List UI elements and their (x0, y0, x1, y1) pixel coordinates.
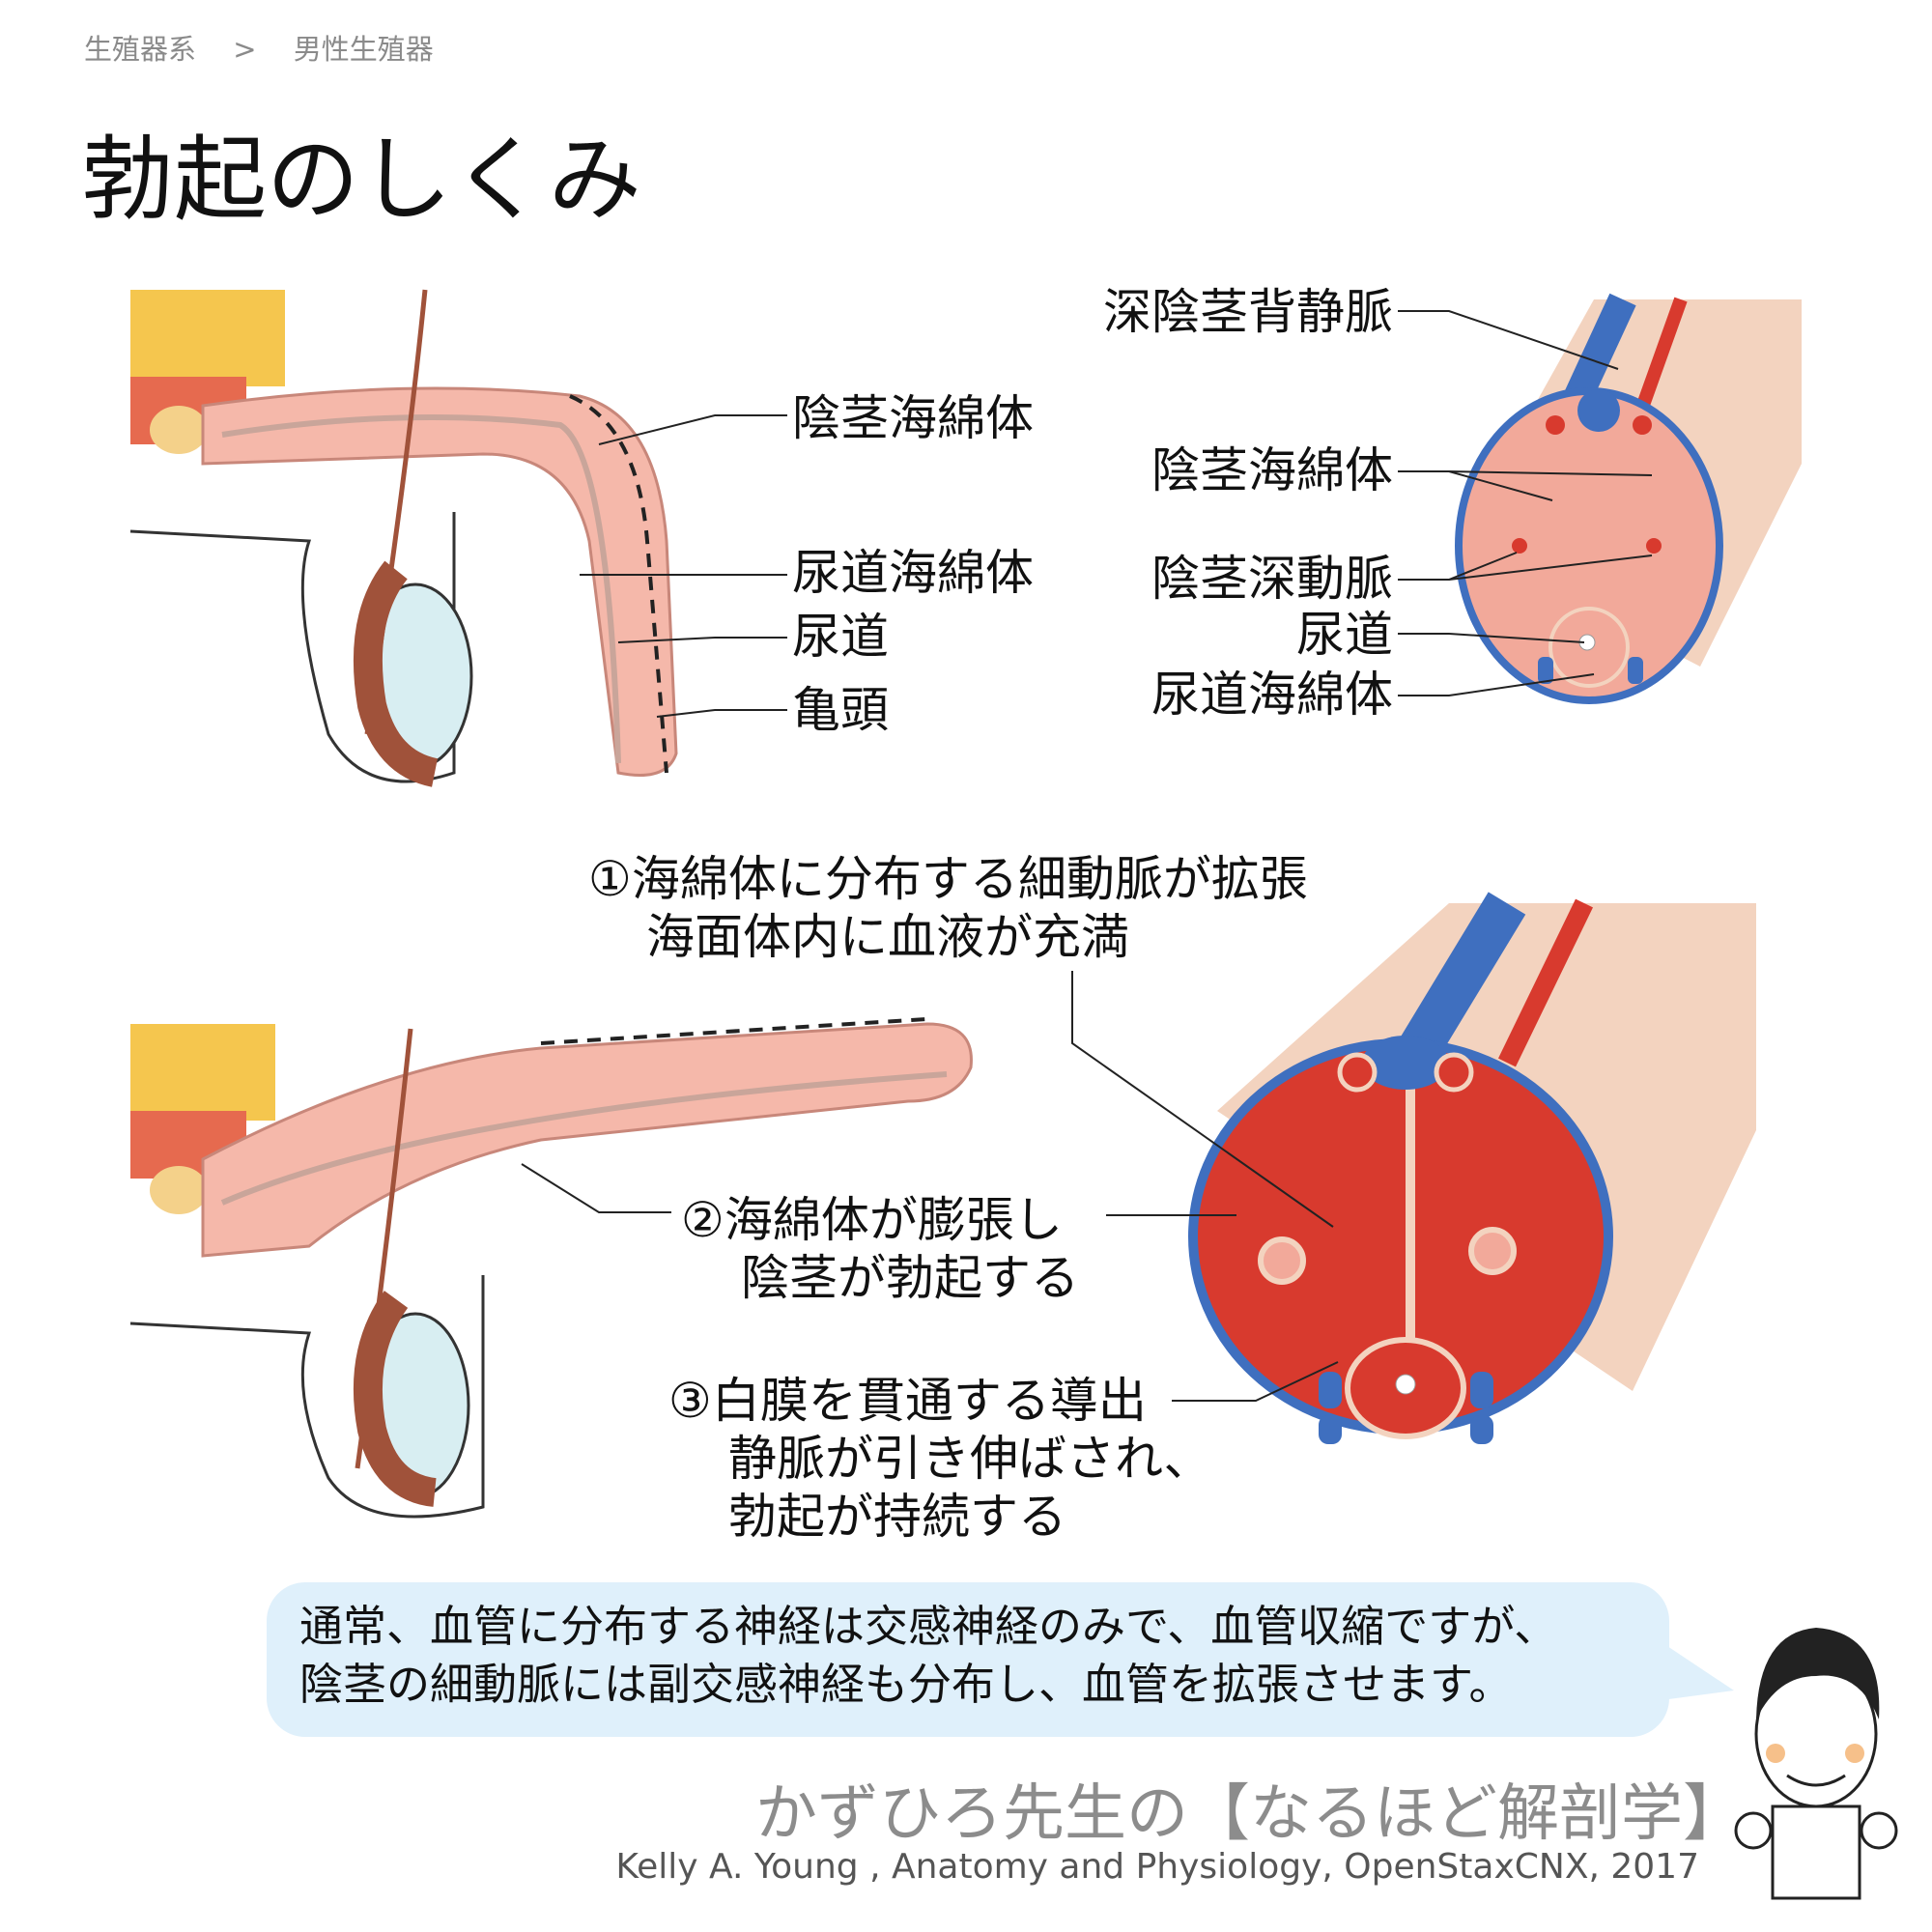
speech-bubble (267, 1582, 1669, 1737)
label-glans: 亀頭 (792, 682, 889, 738)
label-corpus-cavernosum-right: 陰茎海綿体 (1151, 442, 1393, 498)
bubble-tail (1662, 1642, 1734, 1700)
bottom-leader-lines (521, 971, 1339, 1402)
breadcrumb-parent[interactable]: 生殖器系 (84, 33, 197, 66)
speech-bubble-text: 通常、血管に分布する神経は交感神経のみで、血管収縮ですが、 陰茎の細動脈には副交… (299, 1598, 1557, 1714)
top-left-leader-lines (580, 414, 787, 718)
bubble-line1: 通常、血管に分布する神経は交感神経のみで、血管収縮ですが、 (299, 1601, 1558, 1652)
step2-note: ②海綿体が膨張し 陰茎が勃起する (681, 1191, 1079, 1307)
flaccid-penis-illustration (129, 289, 678, 787)
breadcrumb: 生殖器系 > 男性生殖器 (84, 27, 434, 68)
doctor-mascot-illustration (1734, 1628, 1898, 1900)
erect-penis-illustration (129, 1017, 973, 1519)
step3-line2: 静脈が引き伸ばされ、 (728, 1431, 1212, 1487)
label-urethra: 尿道 (792, 609, 889, 665)
step3-note: ③白膜を貫通する導出 静脈が引き伸ばされ、 勃起が持続する (668, 1372, 1212, 1546)
label-corpus-spongiosum-right: 尿道海綿体 (1151, 667, 1393, 723)
breadcrumb-separator: > (233, 33, 257, 66)
label-deep-artery: 陰茎深動脈 (1151, 551, 1393, 607)
step2-line2: 陰茎が勃起する (741, 1250, 1079, 1306)
brand-text: かずひろ先生の【なるほど解剖学】 (755, 1778, 1745, 1850)
label-corpus-spongiosum: 尿道海綿体 (792, 545, 1034, 601)
step1-line2: 海面体内に血液が充満 (646, 909, 1129, 965)
step2-line1: ②海綿体が膨張し (681, 1192, 1063, 1248)
step3-line3: 勃起が持続する (728, 1489, 1066, 1545)
top-right-leader-lines (1398, 310, 1653, 696)
step1-note: ①海綿体に分布する細動脈が拡張 海面体内に血液が充満 (588, 850, 1308, 966)
bubble-line2: 陰茎の細動脈には副交感神経も分布し、血管を拡張させます。 (299, 1659, 1513, 1710)
step1-line1: ①海綿体に分布する細動脈が拡張 (588, 851, 1308, 907)
label-corpus-cavernosum: 陰茎海綿体 (792, 390, 1034, 446)
erect-cross-section (1188, 892, 1756, 1444)
flaccid-cross-section (1455, 293, 1802, 704)
label-urethra-right: 尿道 (1296, 607, 1393, 663)
citation: Kelly A. Young , Anatomy and Physiology,… (615, 1847, 1699, 1887)
label-deep-dorsal-vein: 深陰茎背静脈 (1103, 284, 1393, 340)
page-title: 勃起のしくみ (81, 126, 641, 234)
breadcrumb-current[interactable]: 男性生殖器 (293, 33, 434, 66)
step3-line1: ③白膜を貫通する導出 (668, 1373, 1147, 1429)
